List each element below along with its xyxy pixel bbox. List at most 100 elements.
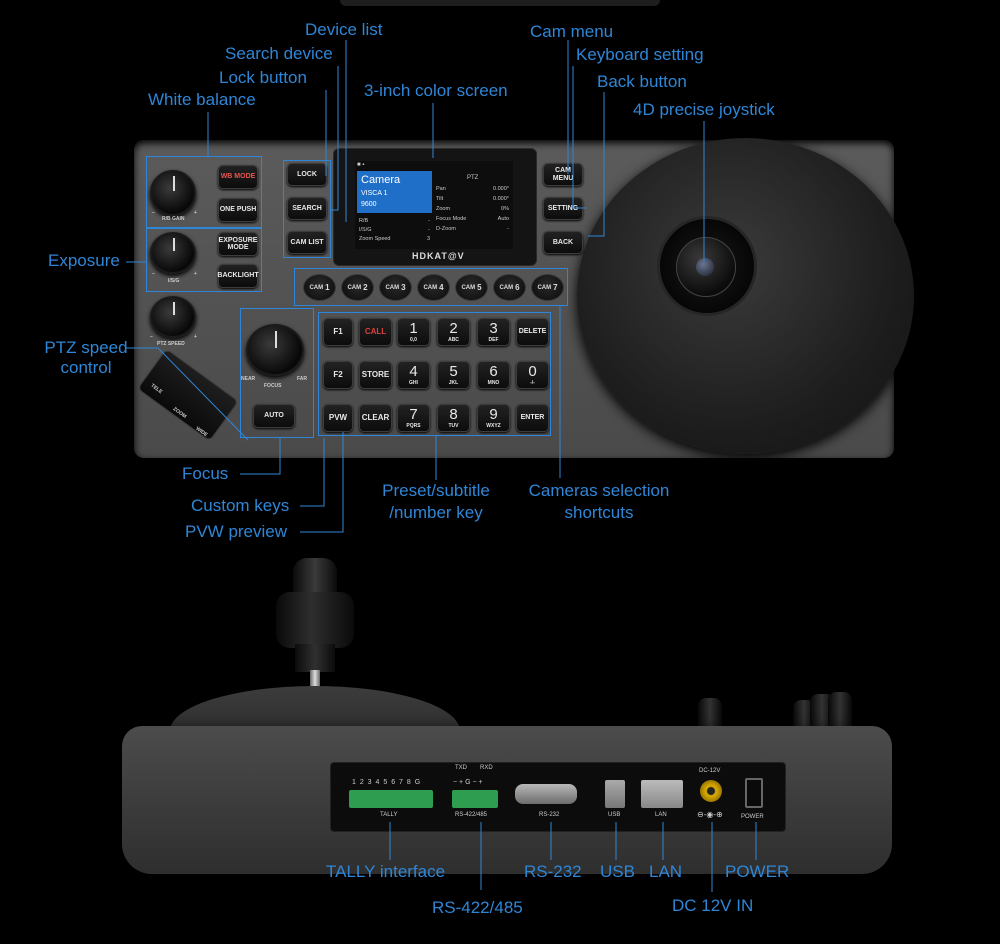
delete-button[interactable]: DELETE [516, 318, 549, 346]
clear-button[interactable]: CLEAR [359, 404, 392, 432]
cam-number: 6 [515, 283, 520, 292]
top-edge-strip [340, 0, 660, 6]
focus-far-label: FAR [297, 376, 307, 382]
key-digit: 3 [489, 320, 498, 337]
back-button[interactable]: BACK [543, 231, 583, 254]
key-digit: 4 [409, 363, 418, 380]
label-dc12v: DC 12V IN [672, 896, 754, 915]
backlight-button[interactable]: BACKLIGHT [217, 264, 259, 288]
screen-row-value: - [507, 226, 509, 232]
key-digit: 1 [409, 320, 418, 337]
setting-button[interactable]: SETTING [543, 197, 583, 220]
key-letters: ABC [448, 336, 459, 343]
screen-row-value: 0% [501, 206, 509, 212]
search-button[interactable]: SEARCH [287, 197, 327, 220]
isg-label: I/S/G [168, 278, 180, 284]
pvw-button[interactable]: PVW [323, 404, 353, 432]
one-push-button[interactable]: ONE PUSH [218, 198, 258, 222]
rs422-terminal[interactable] [452, 790, 498, 808]
enter-button[interactable]: ENTER [516, 404, 549, 432]
cam-number: 5 [477, 283, 482, 292]
call-button[interactable]: CALL [359, 318, 392, 346]
dc-jack[interactable] [700, 780, 722, 802]
focus-knob[interactable] [246, 324, 304, 376]
rear-knob-2[interactable] [793, 700, 815, 734]
screen-row-label: Tilt [436, 196, 444, 202]
dc-polarity-icon: ⊖-◉-⊕ [697, 810, 723, 819]
joystick-cap [696, 258, 714, 276]
cams-box [294, 268, 568, 306]
key-letters: GHI [409, 379, 418, 386]
label-back-button: Back button [597, 72, 687, 91]
screen-row-label: D-Zoom [436, 226, 456, 232]
power-switch[interactable] [745, 778, 763, 808]
joystick-stick-grip [276, 592, 354, 648]
txd-label: TXD [455, 765, 467, 771]
cam-prefix: CAM [461, 284, 476, 291]
screen-protocol: VISCA 1 [361, 190, 388, 197]
label-cameras-line1: Cameras selection [528, 481, 670, 500]
rb-gain-plus: + [194, 210, 197, 216]
screen-row-label: Pan [436, 186, 446, 192]
screen-row-value: 3 [426, 236, 430, 242]
power-port-label: POWER [741, 814, 764, 820]
usb-port[interactable] [605, 780, 625, 808]
isg-plus: + [194, 271, 197, 277]
cam-prefix: CAM [499, 284, 514, 291]
cam-list-button[interactable]: CAM LIST [287, 231, 327, 254]
lan-port[interactable] [641, 780, 683, 808]
f2-button[interactable]: F2 [323, 361, 353, 389]
exposure-box [146, 228, 262, 292]
screen-row-label: R/B [359, 218, 369, 224]
exposure-mode-button[interactable]: EXPOSURE MODE [218, 232, 258, 256]
ptz-speed-knob[interactable] [150, 296, 196, 338]
lock-button[interactable]: LOCK [287, 163, 327, 186]
usb-port-label: USB [608, 812, 621, 818]
key-0[interactable]: 0-/- [516, 361, 549, 389]
label-rs422: RS-422/485 [432, 898, 523, 917]
auto-focus-button[interactable]: AUTO [253, 404, 295, 428]
screen-row-value: - [428, 218, 430, 224]
f1-button[interactable]: F1 [323, 318, 353, 346]
key-letters: -/- [530, 379, 535, 386]
key-letters: DEF [488, 336, 499, 343]
rxd-label: RXD [480, 765, 493, 771]
cam-number: 2 [363, 283, 368, 292]
tally-numbers: 1 2 3 4 5 6 7 8 G [352, 779, 422, 786]
cam-number: 3 [401, 283, 406, 292]
label-keyboard-setting: Keyboard setting [576, 45, 704, 64]
label-tally-interface: TALLY interface [326, 862, 446, 881]
rs232-connector[interactable] [515, 784, 577, 804]
tally-terminal[interactable] [349, 790, 433, 808]
key-letters: 0,0 [410, 336, 417, 343]
wb-mode-button[interactable]: WB MODE [218, 165, 258, 189]
white-balance-box [146, 156, 262, 228]
label-exposure: Exposure [48, 251, 120, 270]
cam-menu-button[interactable]: CAM MENU [543, 163, 583, 186]
cam-prefix: CAM [309, 284, 324, 291]
isg-knob[interactable] [150, 232, 196, 274]
key-digit: 9 [489, 406, 498, 423]
screen-row-value: 0.000° [493, 196, 509, 202]
store-button[interactable]: STORE [359, 361, 392, 389]
controller-rear-view: 1 2 3 4 5 6 7 8 G TALLY TXD RXD − + G − … [0, 540, 1000, 944]
label-cam-menu: Cam menu [530, 22, 614, 41]
rb-gain-knob[interactable] [150, 170, 196, 216]
